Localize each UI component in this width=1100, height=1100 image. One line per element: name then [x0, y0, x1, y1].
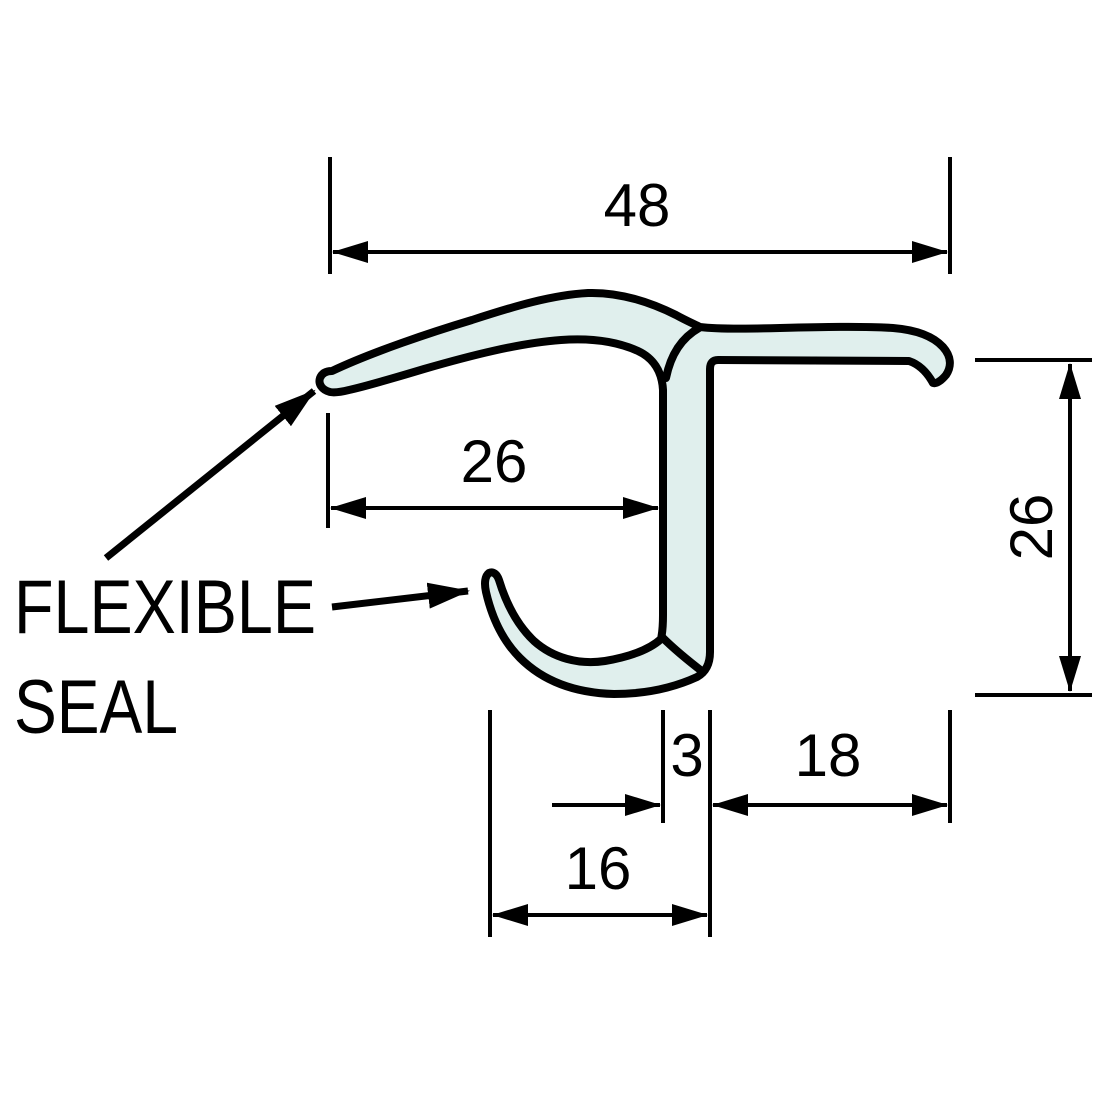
dimension-right-height: 26	[975, 358, 1092, 697]
dimension-hook-width: 16	[488, 710, 712, 937]
dimension-value: 3	[670, 722, 703, 789]
dimension-value: 26	[461, 428, 528, 495]
dimension-overall-width: 48	[328, 157, 952, 274]
dimension-value: 18	[795, 722, 862, 789]
callout-label-line2: SEAL	[14, 665, 178, 750]
top-junction-line	[662, 324, 703, 382]
dimension-flange-length: 18	[712, 710, 952, 823]
leader-arrow-hook	[331, 582, 470, 611]
dimension-stem-thickness: 3	[552, 710, 704, 823]
bottom-junction-line	[658, 633, 707, 676]
callout-label-line1: FLEXIBLE	[14, 565, 316, 650]
seal-profile-shape	[315, 288, 954, 698]
dimension-lip-to-stem: 26	[326, 413, 659, 528]
leader-arrow-lip	[103, 388, 317, 561]
dimension-value: 48	[604, 172, 671, 239]
dimension-value: 26	[998, 494, 1065, 561]
flexible-seal-callout: FLEXIBLE SEAL	[14, 388, 470, 750]
dimension-value: 16	[565, 835, 632, 902]
